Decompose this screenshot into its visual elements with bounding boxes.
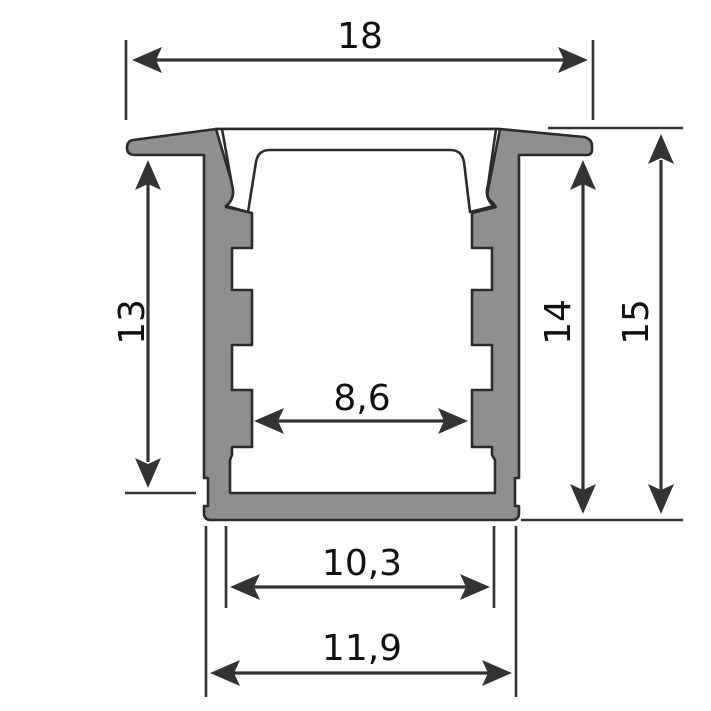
- dimension-inner-base-width: 10,3: [230, 543, 490, 600]
- label-total-width: 18: [337, 16, 383, 57]
- dimension-height-left: 13: [112, 160, 161, 488]
- dimension-height-inner-right: 14: [538, 160, 596, 514]
- arrow-up-icon: [570, 160, 596, 190]
- arrow-right-icon: [558, 47, 588, 73]
- arrow-left-icon: [210, 660, 240, 686]
- diffuser-cover: [220, 127, 498, 214]
- dimension-total-width: 18: [124, 16, 595, 120]
- arrow-down-icon: [135, 458, 161, 488]
- arrow-up-icon: [135, 160, 161, 190]
- arrow-right-icon: [482, 660, 512, 686]
- dimension-height-total-right: 15: [616, 134, 674, 514]
- label-outer-base-width: 11,9: [322, 628, 402, 669]
- arrow-up-icon: [648, 134, 674, 164]
- arrow-down-icon: [570, 484, 596, 514]
- arrow-left-icon: [254, 408, 284, 434]
- label-height-left: 13: [112, 299, 153, 345]
- label-inner-channel-width: 8,6: [333, 378, 390, 419]
- arrow-down-icon: [648, 484, 674, 514]
- arrow-left-icon: [132, 47, 162, 73]
- label-height-inner-right: 14: [538, 299, 579, 345]
- label-height-total-right: 15: [616, 299, 657, 345]
- arrow-left-icon: [230, 574, 260, 600]
- arrow-right-icon: [460, 574, 490, 600]
- dimension-outer-base-width: 11,9: [210, 628, 512, 686]
- dimension-inner-channel-width: 8,6: [254, 378, 468, 434]
- arrow-right-icon: [438, 408, 468, 434]
- label-inner-base-width: 10,3: [322, 543, 402, 584]
- profile-inner-cavity: [214, 127, 502, 495]
